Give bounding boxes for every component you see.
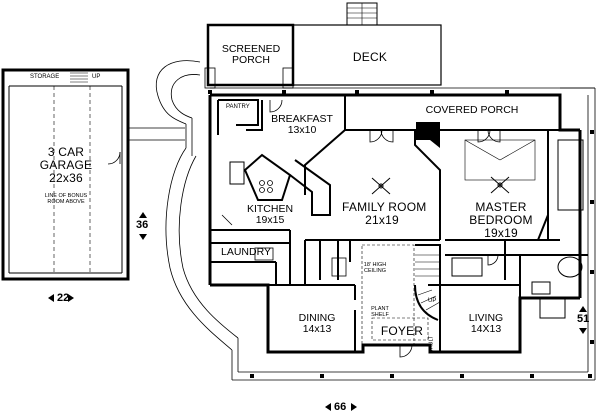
garage-label: 3 CAR GARAGE 22x36	[30, 146, 102, 185]
dashed-lines	[304, 240, 429, 346]
ceiling-fan-master	[490, 176, 510, 194]
covered-porch-label: COVERED PORCH	[425, 104, 519, 116]
kitchen-label: KITCHEN 19x15	[240, 203, 300, 227]
garage-name: 3 CAR	[47, 145, 85, 159]
dining-name: DINING	[298, 312, 336, 324]
screened-name-2: PORCH	[232, 54, 270, 67]
plant-line-1: PLANT	[371, 306, 389, 312]
breakfast-size: 13x10	[287, 124, 317, 137]
breakfast-label: BREAKFAST 13x10	[264, 113, 340, 137]
dining-label: DINING 14x13	[290, 312, 344, 336]
master-bedroom-label: MASTER BEDROOM 19x19	[466, 201, 536, 240]
dimension-66: 66	[334, 401, 347, 413]
walkway-lines	[128, 60, 239, 351]
family-size: 21x19	[365, 212, 399, 227]
master-name: MASTER	[475, 200, 527, 214]
ceiling-line-1: 18' HIGH	[363, 262, 387, 268]
foyer-label: FOYER	[380, 324, 424, 338]
garage-walls	[1, 68, 130, 281]
dining-size: 14x13	[302, 323, 332, 336]
stair-treads	[415, 254, 441, 311]
pantry-label: PANTRY	[226, 104, 250, 110]
master-size: 19x19	[484, 225, 518, 240]
kitchen-size: 19x15	[255, 214, 285, 227]
house-exterior-walls	[208, 93, 582, 354]
living-size: 14X13	[470, 323, 502, 336]
plant-shelf-note: PLANT SHELF	[367, 306, 393, 319]
ceiling-fan-family	[371, 177, 391, 195]
bonus-room-note: LINE OF BONUS ROOM ABOVE	[42, 193, 90, 206]
foyer-up-label: UP	[428, 298, 437, 304]
dimension-36: 36	[136, 219, 149, 231]
kitchen-name: KITCHEN	[246, 203, 294, 215]
ceiling-line-2: CEILING	[363, 268, 386, 275]
laundry-label: LAUNDRY	[221, 246, 271, 258]
living-label: LIVING 14X13	[458, 312, 514, 336]
living-name: LIVING	[468, 312, 504, 324]
family-room-label: FAMILY ROOM 21x19	[342, 200, 427, 227]
porch-columns	[208, 90, 594, 378]
garage-up-label: UP	[92, 74, 101, 80]
plant-line-2: SHELF	[371, 312, 389, 319]
storage-label: STORAGE	[30, 74, 60, 80]
breakfast-name: BREAKFAST	[271, 113, 333, 125]
dimension-51: 51	[577, 313, 590, 325]
screened-porch-label: SCREENED PORCH	[215, 43, 287, 67]
interior-walls	[210, 95, 588, 352]
master-name-2: BEDROOM	[469, 212, 533, 227]
fireplace	[416, 122, 440, 148]
doors	[221, 99, 584, 358]
ceiling-note: 18' HIGH CEILING	[356, 262, 394, 275]
deck-label: DECK	[352, 50, 388, 64]
family-name: FAMILY ROOM	[342, 200, 427, 214]
dimension-22: 22	[57, 292, 70, 304]
screened-name: SCREENED	[221, 43, 281, 55]
bonus-line-1: LINE OF BONUS	[44, 193, 88, 199]
porch-lines	[210, 87, 596, 381]
garage-name-2: GARAGE	[39, 157, 93, 172]
vault-label: VAULT	[428, 335, 435, 353]
dimension-arrows	[48, 212, 587, 411]
bonus-line-2: ROOM ABOVE	[47, 199, 85, 206]
garage-size: 22x36	[49, 170, 83, 185]
